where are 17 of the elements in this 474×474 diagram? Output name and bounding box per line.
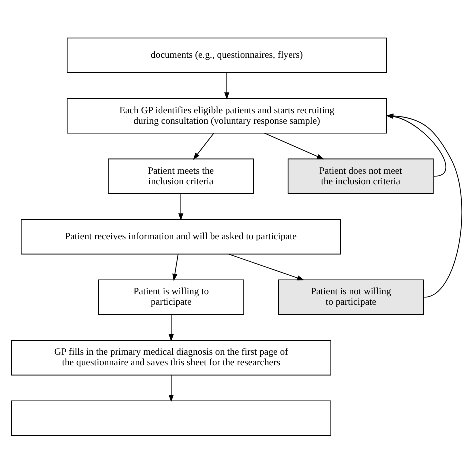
arrow — [193, 133, 214, 160]
arrow — [172, 254, 179, 282]
node-box — [11, 400, 332, 436]
node-box: Patient receives information and will be asked to participate — [21, 219, 342, 255]
node-box: Patient is not willing to participate — [278, 280, 424, 316]
arrow — [264, 133, 324, 160]
node-box: Patient meets the inclusion criteria — [108, 158, 254, 194]
arrow — [168, 375, 174, 402]
arrow — [168, 314, 174, 342]
node-box: Patient does not meet the inclusion criteria — [288, 158, 434, 194]
arrow — [178, 194, 184, 221]
node-box: documents (e.g., questionnaires, flyers) — [67, 38, 388, 74]
node-box: Patient is willing to participate — [98, 280, 244, 316]
arrow — [224, 72, 230, 100]
node-box: Each GP identifies eligible patients and starts recruiting during consultation (voluntary response sample) — [67, 98, 388, 134]
node-box: GP fills in the primary medical diagnosis on the first page of the questionnaire and saves this sheet for the researchers — [11, 340, 332, 376]
arrow — [228, 254, 305, 281]
